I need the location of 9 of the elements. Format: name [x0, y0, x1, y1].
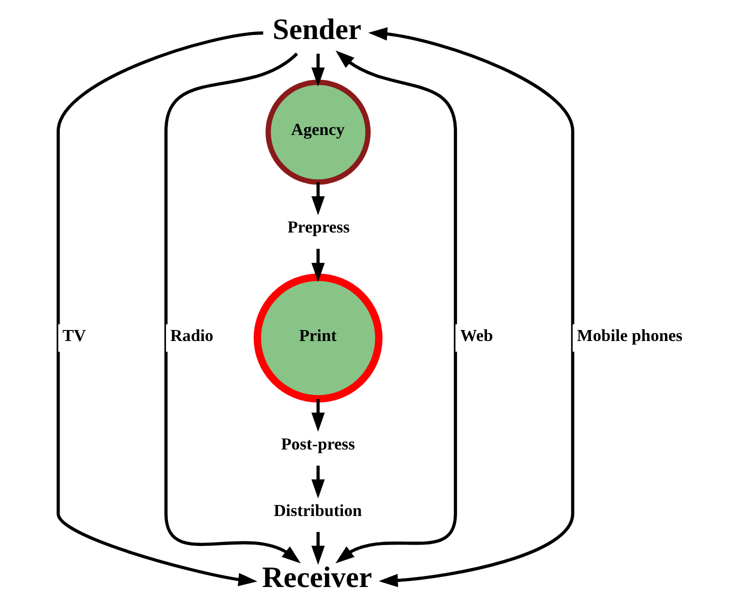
edge-label: Radio — [170, 326, 213, 345]
node-text: Prepress — [286, 218, 350, 237]
edge-label: Web — [460, 326, 493, 345]
node-text: Distribution — [273, 500, 362, 520]
edge-label: Mobile phones — [576, 326, 682, 345]
node-text: Receiver — [262, 562, 372, 594]
node-text: Post-press — [280, 434, 354, 454]
node-text: Sender — [272, 14, 361, 46]
edge-label: TV — [62, 326, 86, 345]
